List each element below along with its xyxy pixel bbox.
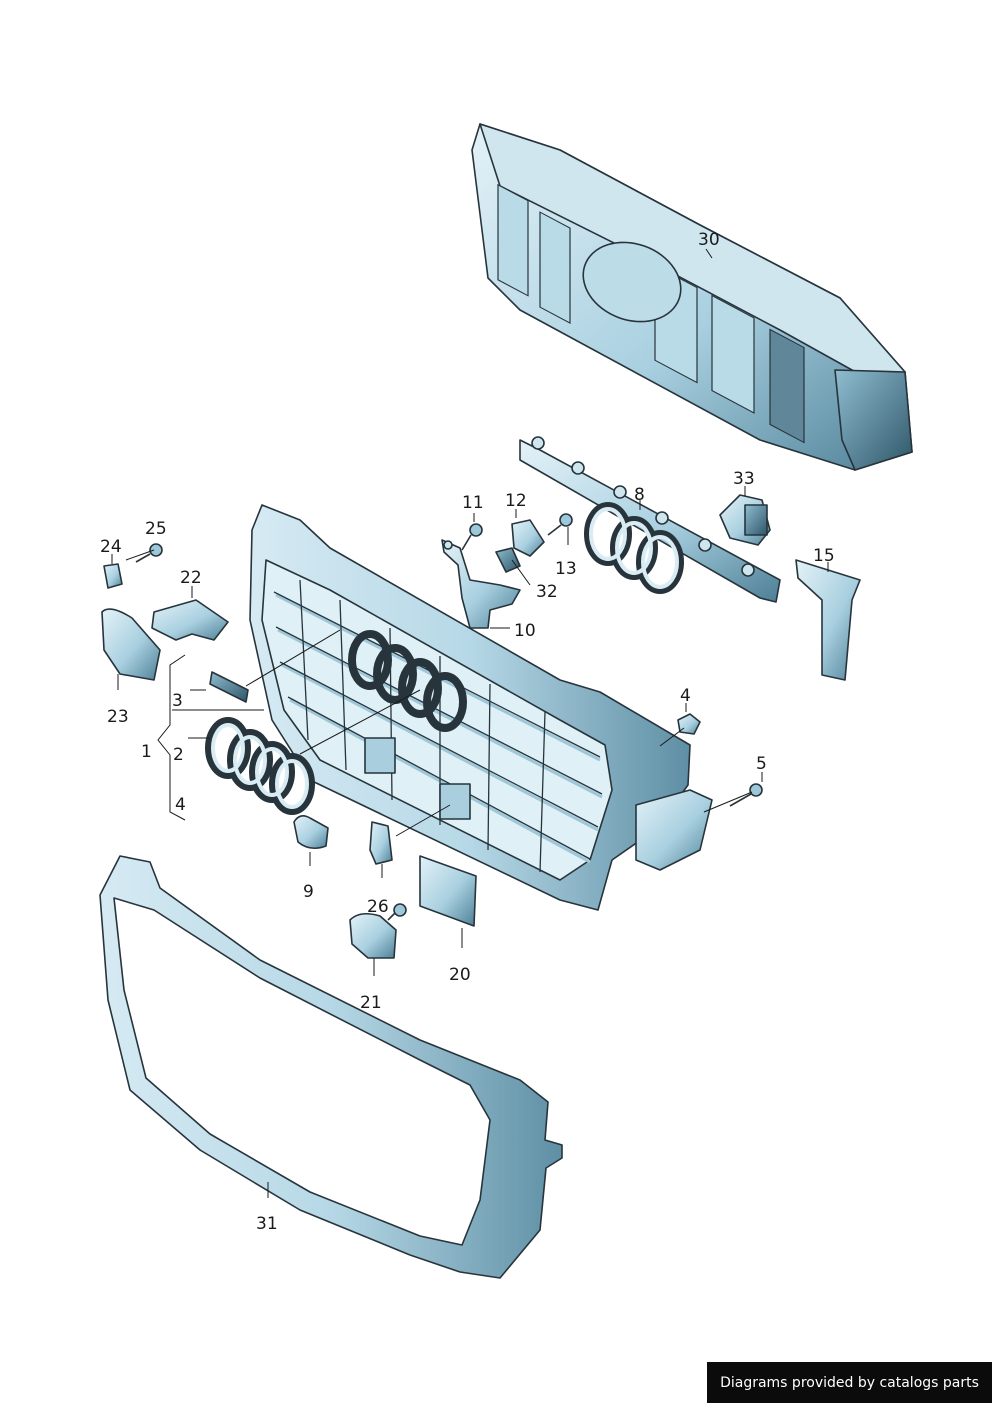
callout-23: 23 (107, 707, 129, 727)
credit-text: Diagrams provided by catalogs parts (720, 1374, 979, 1391)
sensor-32 (495, 547, 531, 586)
grille-frame-31 (99, 855, 563, 1279)
side-bracket-15 (795, 559, 861, 681)
callout-26: 26 (367, 897, 389, 917)
cover-cap-26 (369, 821, 407, 921)
callout-12: 12 (505, 491, 527, 511)
grille-emblem-rings (348, 630, 467, 732)
callout-24: 24 (100, 537, 122, 557)
trim-cover-21 (349, 912, 397, 976)
screw-25 (135, 543, 163, 563)
callout-4-right: 4 (680, 686, 691, 706)
radiator-grille-1 (172, 504, 713, 911)
callout-32: 32 (536, 582, 558, 602)
clip-9 (293, 814, 329, 866)
clip-24 (103, 554, 123, 589)
emblem-carrier-8 (519, 436, 781, 603)
callout-22: 22 (180, 568, 202, 588)
clip-4 (677, 703, 701, 735)
callout-4-left: 4 (175, 795, 186, 815)
screw-13 (547, 513, 573, 545)
callout-9: 9 (303, 882, 314, 902)
callout-11: 11 (462, 493, 484, 513)
bracket-20 (419, 855, 477, 948)
bracket-10 (441, 539, 521, 629)
callout-3: 3 (172, 691, 183, 711)
callout-21: 21 (360, 993, 382, 1013)
callout-30: 30 (698, 230, 720, 250)
callout-20: 20 (449, 965, 471, 985)
callout-31: 31 (256, 1214, 278, 1234)
callout-8: 8 (634, 485, 645, 505)
sensor-33 (719, 486, 771, 546)
callout-1: 1 (141, 742, 152, 762)
clip-12 (511, 509, 545, 557)
callout-13: 13 (555, 559, 577, 579)
assembly-bracket-1 (157, 654, 186, 821)
callout-33: 33 (733, 469, 755, 489)
callout-labels: 30 33 8 11 12 13 15 32 10 25 24 22 23 3 … (100, 230, 835, 1234)
diagram-credit-banner: Diagrams provided by catalogs parts (707, 1362, 992, 1403)
badge-3 (190, 671, 249, 703)
trim-23 (101, 608, 161, 690)
callout-15: 15 (813, 546, 835, 566)
screw-11 (461, 513, 483, 551)
grille-carrier-30 (471, 123, 913, 471)
callout-10: 10 (514, 621, 536, 641)
emblem-rings-8 (584, 502, 684, 594)
callout-25: 25 (145, 519, 167, 539)
assembly-lines (125, 549, 753, 837)
callout-2: 2 (173, 745, 184, 765)
screw-5 (729, 772, 763, 807)
bracket-22 (151, 586, 229, 641)
callout-5: 5 (756, 754, 767, 774)
emblem-rings-2 (188, 717, 315, 815)
